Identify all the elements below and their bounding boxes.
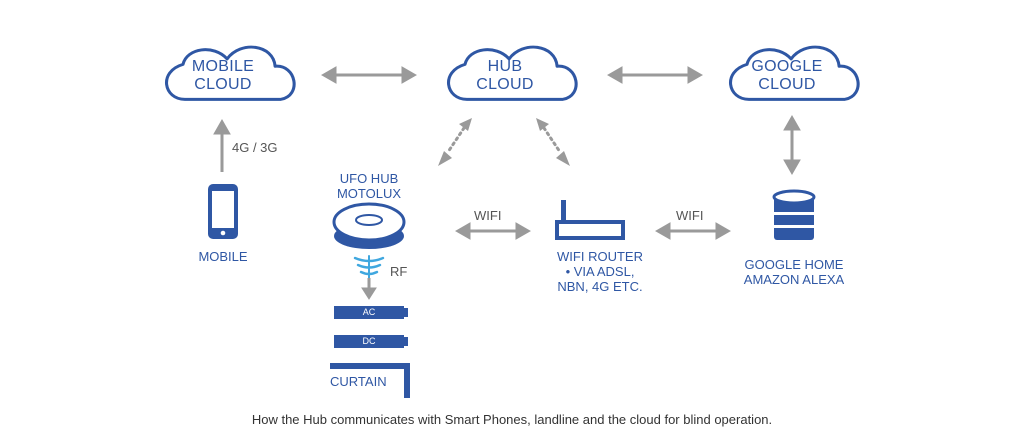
ufo-hub-label: UFO HUB MOTOLUX — [319, 171, 419, 202]
mobile-network-label: 4G / 3G — [232, 140, 278, 155]
hub-router-wifi-arrow — [454, 222, 532, 240]
rf-label: RF — [390, 264, 408, 279]
mobile-cloud-label-line2: CLOUD — [194, 76, 252, 94]
mobile-cloud-label: MOBILE CLOUD — [168, 58, 278, 95]
google-cloud-home-arrow — [783, 114, 801, 176]
router-google-wifi-label: WIFI — [676, 208, 704, 223]
rf-signal-icon — [353, 255, 385, 281]
router-label: WIFI ROUTER • VIA ADSL, NBN, 4G ETC. — [540, 249, 660, 295]
hub-cloud-label-line1: HUB — [487, 58, 523, 75]
google-cloud-label: GOOGLE CLOUD — [732, 58, 842, 95]
router-label-line1: WIFI ROUTER — [557, 249, 643, 264]
smartphone-icon — [208, 184, 238, 239]
hub-cloud-label-line2: CLOUD — [476, 76, 534, 94]
diagram-caption: How the Hub communicates with Smart Phon… — [251, 412, 773, 427]
mobile-label: MOBILE — [198, 249, 248, 264]
hub-cloud-label: HUB CLOUD — [450, 58, 560, 95]
ac-motor-label: AC — [362, 307, 376, 317]
hub-cloud-to-ufo-dotted-arrow — [438, 118, 472, 166]
dc-motor-icon — [334, 335, 408, 348]
rf-down-arrow — [361, 278, 377, 300]
google-home-label: GOOGLE HOME AMAZON ALEXA — [729, 257, 859, 288]
hub-google-cloud-arrow — [606, 66, 704, 84]
router-icon — [555, 200, 625, 240]
google-cloud-label-line2: CLOUD — [758, 76, 816, 94]
hub-router-wifi-label: WIFI — [474, 208, 502, 223]
ac-motor-icon — [334, 306, 408, 319]
google-cloud-label-line1: GOOGLE — [751, 58, 823, 75]
dc-motor-label: DC — [362, 336, 376, 346]
mobile-network-arrow — [213, 118, 231, 172]
router-label-line3: NBN, 4G ETC. — [557, 278, 643, 294]
curtain-label: CURTAIN — [330, 374, 387, 389]
router-label-line2: • VIA ADSL, — [565, 263, 635, 279]
router-google-wifi-arrow — [654, 222, 732, 240]
curtain-track-icon — [330, 363, 410, 398]
google-home-label-line2: AMAZON ALEXA — [743, 271, 845, 287]
mobile-hub-cloud-arrow — [320, 66, 418, 84]
ufo-hub-label-line2: MOTOLUX — [336, 185, 402, 201]
google-home-label-line1: GOOGLE HOME — [744, 257, 844, 272]
hub-cloud-to-router-dotted-arrow — [536, 118, 570, 166]
mobile-cloud-label-line1: MOBILE — [191, 58, 255, 75]
ufo-hub-icon — [332, 202, 406, 249]
database-icon — [772, 189, 816, 240]
ufo-hub-label-line1: UFO HUB — [339, 171, 399, 186]
